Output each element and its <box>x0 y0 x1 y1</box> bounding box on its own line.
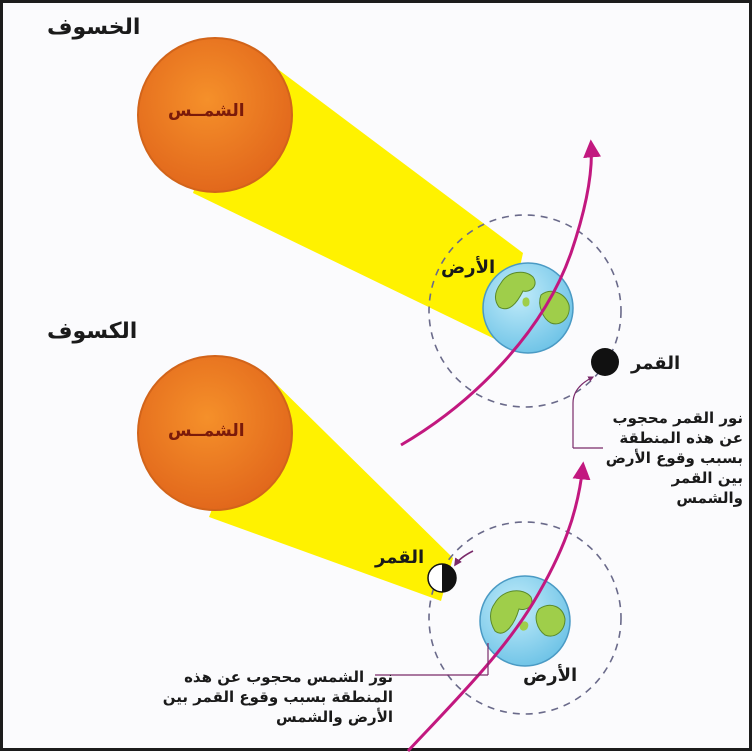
lunar-earth <box>483 263 573 353</box>
solar-earth <box>480 576 570 666</box>
solar-moon-label: القمر <box>375 547 424 568</box>
lunar-sun-label: الشمــس <box>168 101 245 121</box>
solar-moon <box>428 564 456 592</box>
solar-note: نور الشمس محجوب عن هذه المنطقة بسبب وقوع… <box>143 667 393 727</box>
solar-moon-arrow <box>455 551 473 565</box>
solar-eclipse-title: الكسوف <box>47 319 137 344</box>
lunar-earth-label: الأرض <box>441 257 495 278</box>
lunar-eclipse-title: الخسوف <box>47 15 140 40</box>
lunar-moon <box>591 348 619 376</box>
solar-earth-label: الأرض <box>523 665 577 686</box>
solar-sun-label: الشمــس <box>168 421 245 441</box>
diagram-canvas <box>3 3 752 754</box>
lunar-note: نور القمر محجوب عن هذه المنطقة بسبب وقوع… <box>603 408 743 508</box>
lunar-moon-label: القمر <box>631 353 680 374</box>
lunar-pointer-line <box>573 377 593 448</box>
